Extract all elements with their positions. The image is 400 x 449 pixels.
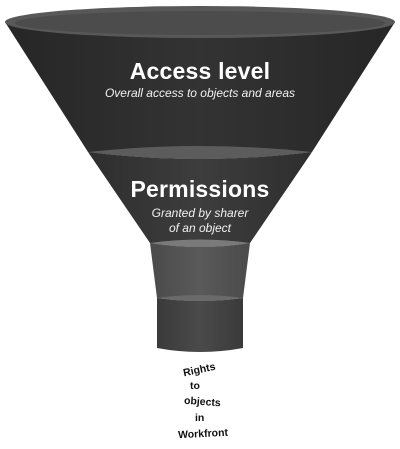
output-line-to: to (190, 380, 200, 392)
funnel-top-rim-inner (15, 11, 385, 35)
funnel-spout-rim (157, 295, 243, 301)
access-level-subtitle: Overall access to objects and areas (104, 86, 296, 100)
permissions-title: Permissions (130, 176, 270, 202)
funnel-top-section (5, 22, 395, 159)
funnel-middle-rim (88, 146, 312, 159)
permissions-subtitle-line-2: of an object (168, 221, 232, 235)
funnel-middle-section (88, 152, 312, 247)
output-line-in: in (195, 412, 205, 424)
access-level-title: Access level (129, 58, 271, 84)
permissions-subtitle-line-1: Granted by sharer (151, 206, 249, 220)
funnel-spout (157, 298, 243, 352)
funnel-neck-rim (150, 239, 250, 247)
funnel-neck (150, 243, 250, 301)
output-line-objects: objects (183, 394, 222, 410)
